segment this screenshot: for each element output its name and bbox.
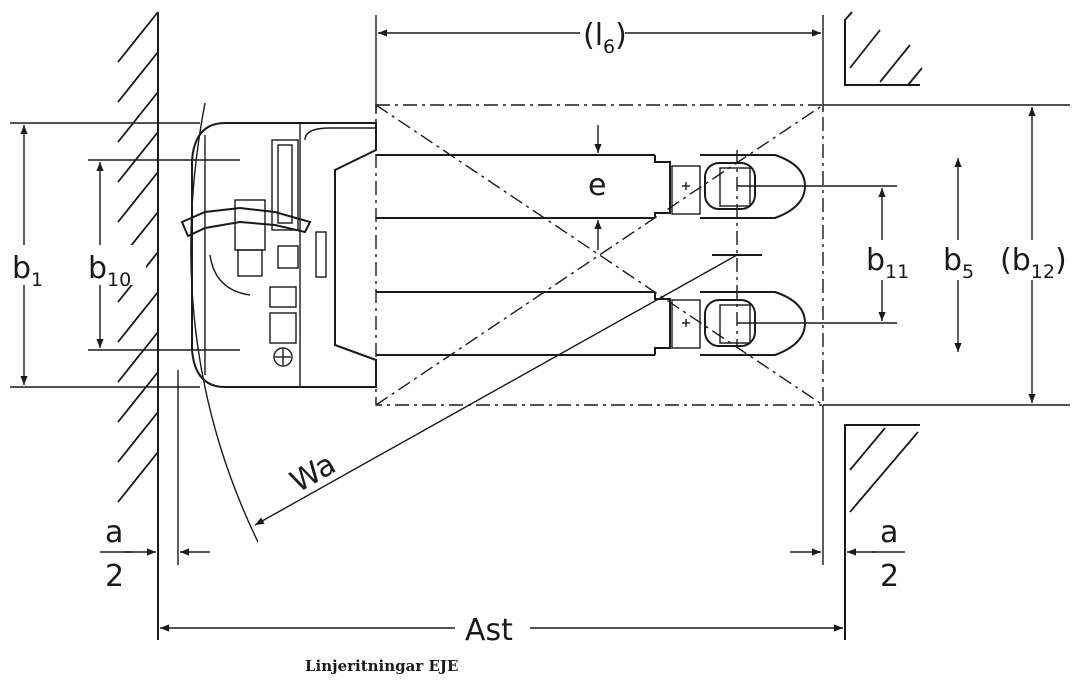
svg-text:b5: b5 [943,243,974,283]
b12-sub: 12 [1031,261,1055,283]
truck-chassis [180,122,377,388]
half-a-right-num: a [880,515,898,550]
diagram-caption: Linjeritningar EJE [305,657,458,675]
dim-half-a-right: a 2 [790,405,905,594]
right-wall-top [844,11,923,86]
svg-text:b1: b1 [12,251,43,291]
l6-open: (l [583,18,603,53]
fork-lower [376,291,807,356]
right-wall-bottom [844,424,920,640]
b11-sub: 11 [885,261,909,283]
l6-close: ) [615,18,627,53]
l6-sub: 6 [603,36,615,58]
dim-ast: Ast [160,613,843,648]
b12-close: ) [1055,243,1067,278]
half-a-right-den: 2 [880,559,899,594]
label-e: e [588,168,606,203]
b12-open: (b [1000,243,1031,278]
b1-sub: 1 [31,269,43,291]
half-a-left-num: a [105,515,123,550]
dim-wa: Wa [190,102,738,543]
dim-b11: b11 [864,188,912,321]
dim-b5: b5 [940,158,980,352]
b5-main: b [943,243,962,278]
svg-text:b10: b10 [88,251,131,291]
half-a-left-den: 2 [105,559,124,594]
svg-text:(b12): (b12) [1000,243,1067,283]
b10-sub: 10 [107,269,131,291]
b10-main: b [88,251,107,286]
b5-sub: 5 [962,261,974,283]
dim-half-a-left: a 2 [100,370,210,594]
b11-main: b [866,243,885,278]
dim-l6: (l6) [375,15,824,110]
dim-b12: (b12) [823,104,1070,406]
dim-b10: b10 [84,159,240,351]
dim-e: e [588,125,606,250]
left-wall-hatching [117,11,159,503]
svg-text:(l6): (l6) [583,18,627,58]
b1-main: b [12,251,31,286]
label-ast: Ast [465,613,513,648]
svg-text:b11: b11 [866,243,909,283]
dim-b1: b1 [10,122,200,388]
left-wall [117,11,159,640]
